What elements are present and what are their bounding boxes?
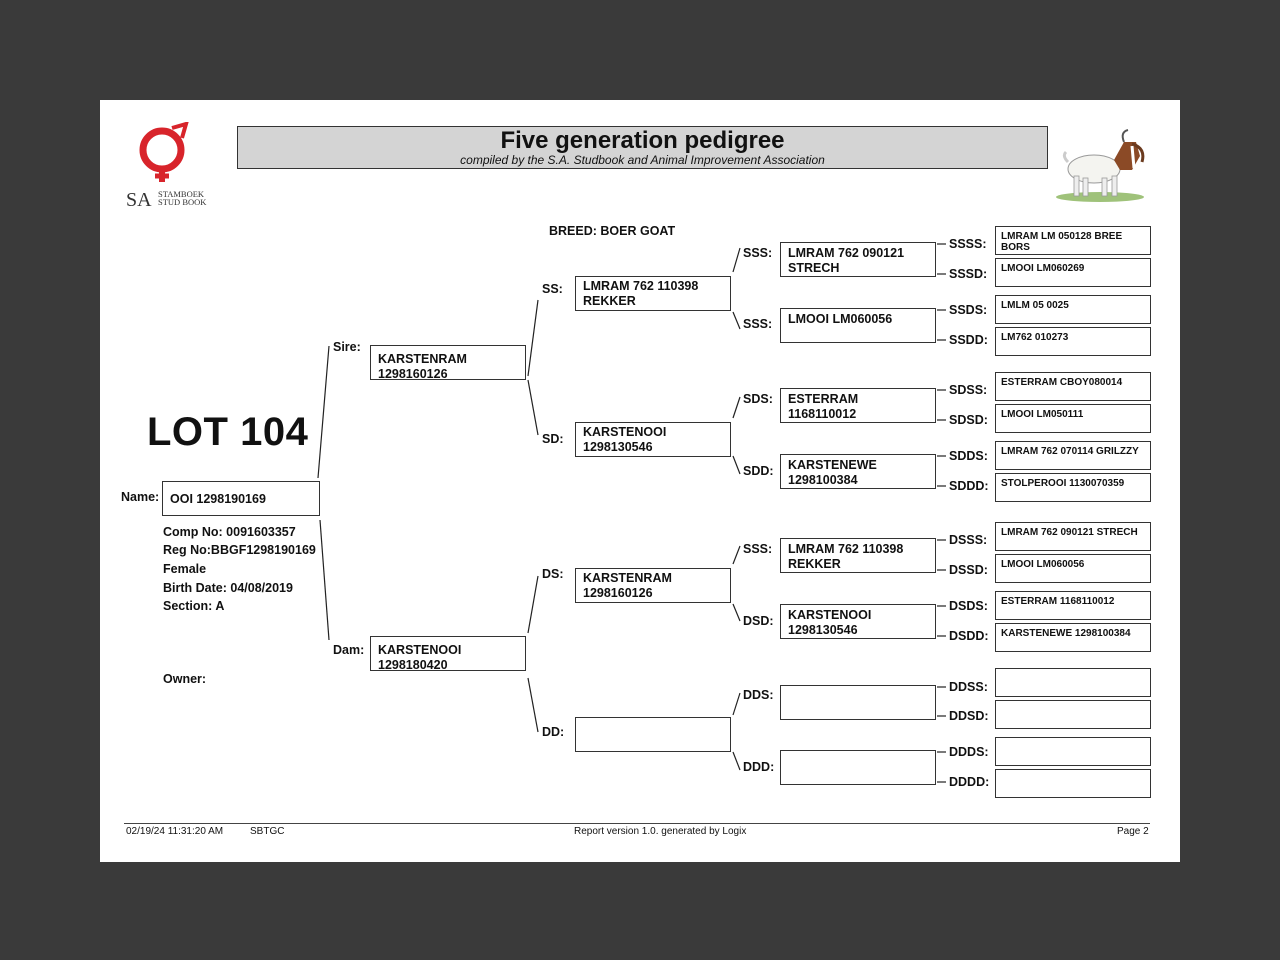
section: Section: A [163, 599, 225, 613]
ddd-label: DDD: [743, 760, 775, 774]
breed-label: BREED: BOER GOAT [549, 224, 676, 238]
ddds-box [995, 737, 1151, 766]
ssds-label: SSDS: [949, 303, 988, 317]
dam-label: Dam: [333, 643, 365, 657]
dds-label: DDS: [743, 688, 774, 702]
lot-number: LOT 104 [147, 410, 309, 454]
sddd-box: STOLPEROOI 1130070359 [995, 473, 1151, 502]
page-subtitle: compiled by the S.A. Studbook and Animal… [460, 153, 825, 167]
dsds-label: DSDS: [949, 599, 988, 613]
dddd-box [995, 769, 1151, 798]
dds-box [780, 685, 936, 720]
page-title: Five generation pedigree [500, 127, 785, 154]
dss-label: SSS: [743, 542, 773, 556]
sss-box: LMRAM 762 090121 STRECH [780, 242, 936, 277]
dsdd-label: DSDD: [949, 629, 989, 643]
owner-label: Owner: [163, 672, 207, 686]
dsds-box: ESTERRAM 1168110012 [995, 591, 1151, 620]
sd-label: SD: [542, 432, 564, 446]
dss-box: LMRAM 762 110398 REKKER [780, 538, 936, 573]
dssd-box: LMOOI LM060056 [995, 554, 1151, 583]
sssd-label: SSSD: [949, 267, 988, 281]
footer-timestamp: 02/19/24 11:31:20 AM [126, 826, 224, 837]
footer-divider [124, 823, 1150, 824]
footer-page: Page 2 [1117, 826, 1149, 837]
ddss-box [995, 668, 1151, 697]
header-banner: Five generation pedigree compiled by the… [237, 126, 1048, 169]
dsd-box: KARSTENOOI 1298130546 [780, 604, 936, 639]
ddsd-box [995, 700, 1151, 729]
birth-date: Birth Date: 04/08/2019 [163, 581, 293, 595]
sdd-box: KARSTENEWE 1298100384 [780, 454, 936, 489]
dsss-box: LMRAM 762 090121 STRECH [995, 522, 1151, 551]
animal-name-box: OOI 1298190169 [162, 481, 320, 516]
sdds-label: SDDS: [949, 449, 988, 463]
sdss-label: SDSS: [949, 383, 988, 397]
sdd-label: SDD: [743, 464, 774, 478]
logo-line1: STAMBOEK [158, 189, 205, 199]
ssd-label: SSS: [743, 317, 773, 331]
reg-no: Reg No:BBGF1298190169 [163, 543, 316, 557]
sss-label: SSS: [743, 246, 773, 260]
sds-label: SDS: [743, 392, 773, 406]
ssdd-box: LM762 010273 [995, 327, 1151, 356]
ssdd-label: SSDD: [949, 333, 988, 347]
sire-label: Sire: [333, 340, 361, 354]
dd-label: DD: [542, 725, 565, 739]
sdsd-label: SDSD: [949, 413, 988, 427]
comp-no: Comp No: 0091603357 [163, 525, 296, 539]
sds-box: ESTERRAM 1168110012 [780, 388, 936, 423]
dddd-label: DDDD: [949, 775, 990, 789]
logo-line2: STUD BOOK [158, 197, 207, 207]
sdss-box: ESTERRAM CBOY080014 [995, 372, 1151, 401]
name-label: Name: [121, 490, 160, 504]
logo-sa: SA [126, 189, 152, 211]
dam-box: KARSTENOOI 1298180420 [370, 636, 526, 672]
boer-goat-illustration [1056, 129, 1145, 202]
footer-report: Report version 1.0. generated by Logix [574, 826, 747, 837]
ddsd-label: DDSD: [949, 709, 989, 723]
sdds-box: LMRAM 762 070114 GRILZZY [995, 441, 1151, 470]
footer-code: SBTGC [250, 826, 285, 837]
ddds-label: DDDS: [949, 745, 989, 759]
sdsd-box: LMOOI LM050111 [995, 404, 1151, 433]
sd-box: KARSTENOOI 1298130546 [575, 422, 731, 457]
pedigree-connectors [317, 243, 946, 783]
sex: Female [163, 562, 207, 576]
dsd-label: DSD: [743, 614, 774, 628]
ds-label: DS: [542, 567, 564, 581]
studbook-logo-icon [139, 122, 189, 182]
ss-box: LMRAM 762 110398 REKKER [575, 276, 731, 311]
ddd-box [780, 750, 936, 785]
sssd-box: LMOOI LM060269 [995, 258, 1151, 287]
dsdd-box: KARSTENEWE 1298100384 [995, 623, 1151, 652]
ssds-box: LMLM 05 0025 [995, 295, 1151, 324]
ddss-label: DDSS: [949, 680, 988, 694]
dssd-label: DSSD: [949, 563, 988, 577]
ds-box: KARSTENRAM 1298160126 [575, 568, 731, 603]
ssss-box: LMRAM LM 050128 BREE BORS [995, 226, 1151, 255]
ssd-box: LMOOI LM060056 [780, 308, 936, 343]
dd-box [575, 717, 731, 752]
ss-label: SS: [542, 282, 563, 296]
dsss-label: DSSS: [949, 533, 988, 547]
sire-box: KARSTENRAM 1298160126 [370, 345, 526, 381]
sddd-label: SDDD: [949, 479, 989, 493]
ssss-label: SSSS: [949, 237, 987, 251]
